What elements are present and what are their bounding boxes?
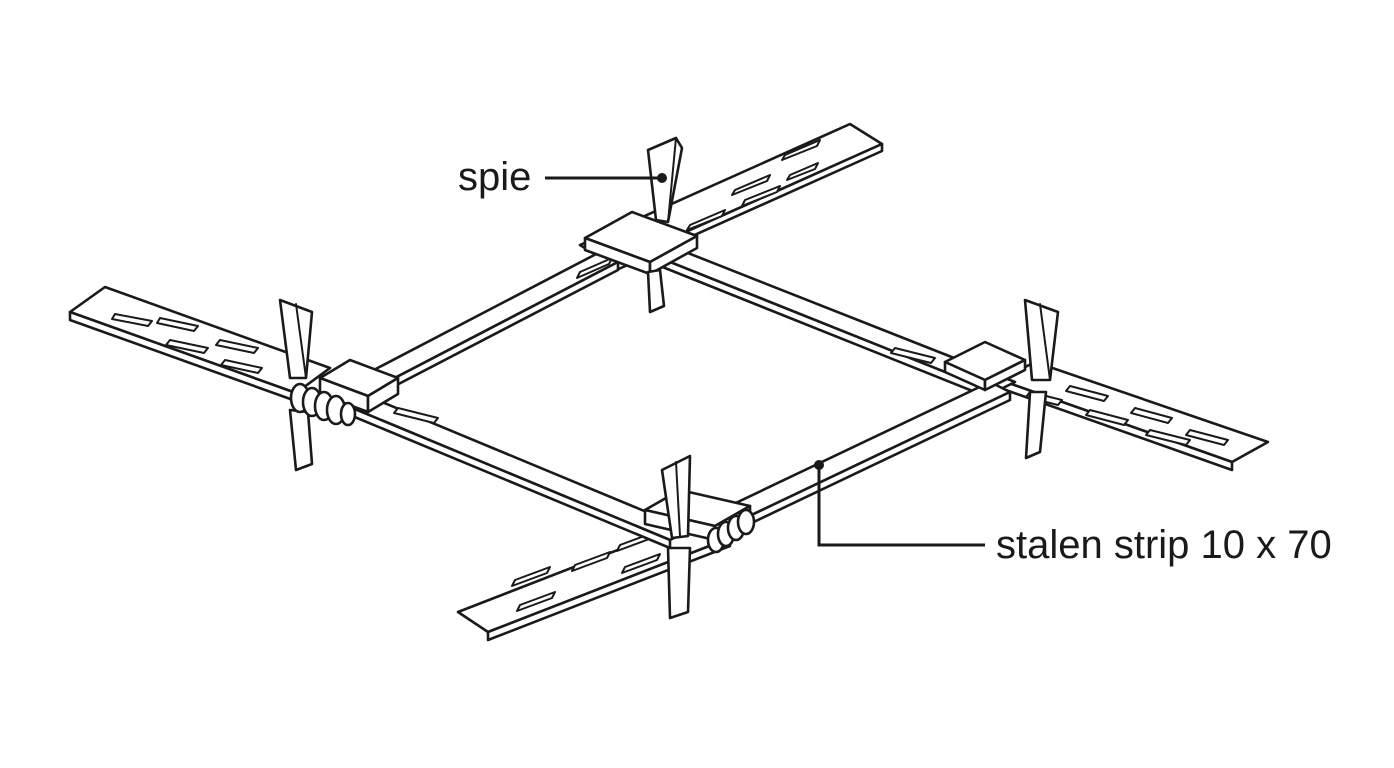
callout-steel-strip: stalen strip 10 x 70 [814, 460, 1332, 567]
wedge-left[interactable] [278, 298, 314, 472]
wedge-bottom[interactable] [660, 454, 692, 620]
callout-spie: spie [458, 155, 667, 199]
clamp-block-right [943, 340, 1027, 392]
spring-bottom [706, 508, 756, 554]
steel-strip-bottom-left [343, 393, 692, 550]
label-spie: spie [458, 155, 531, 199]
spring-left [289, 382, 357, 427]
label-steel-strip: stalen strip 10 x 70 [996, 523, 1332, 567]
right-anchor-strip [998, 360, 1270, 472]
wedge-right[interactable] [1023, 298, 1060, 460]
clamp-block-top [583, 210, 699, 276]
clamp-block-left [318, 358, 400, 414]
